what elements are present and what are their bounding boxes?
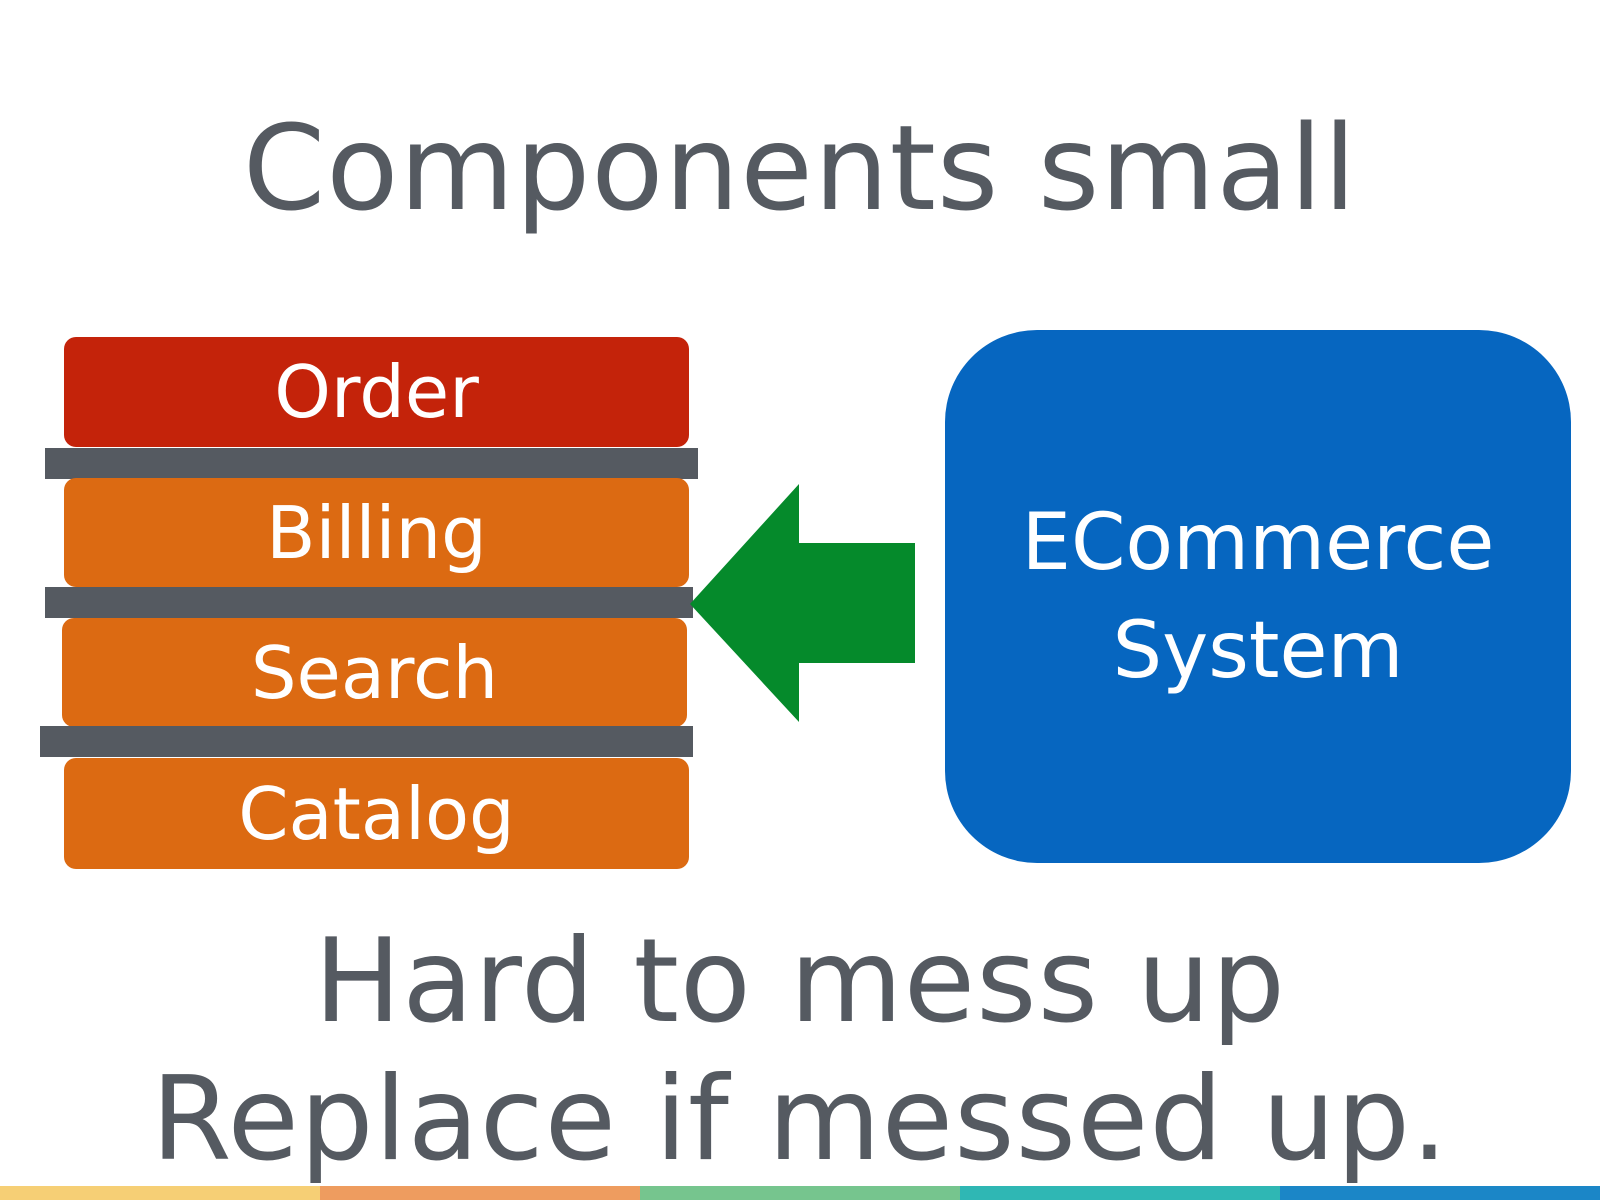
footer-color-bar xyxy=(0,1186,1600,1200)
layer-divider xyxy=(45,587,693,618)
left-arrow-icon xyxy=(690,484,915,722)
layer-divider xyxy=(45,448,698,479)
system-label-line1: ECommerce xyxy=(1021,497,1495,588)
system-label-line2: System xyxy=(1112,605,1404,696)
caption-line-2: Replace if messed up. xyxy=(151,1052,1449,1187)
layer-order-label: Order xyxy=(274,350,479,434)
arrow-shape xyxy=(690,484,915,722)
slide-title: Components small xyxy=(242,99,1358,237)
layer-catalog-label: Catalog xyxy=(238,771,515,856)
layer-catalog: Catalog xyxy=(64,758,689,869)
caption-line-1: Hard to mess up xyxy=(313,914,1287,1049)
layer-order: Order xyxy=(64,337,689,447)
footer-segment xyxy=(1280,1186,1600,1200)
layer-divider xyxy=(40,726,693,757)
layer-billing: Billing xyxy=(64,478,689,587)
footer-segment xyxy=(0,1186,320,1200)
layer-search-label: Search xyxy=(250,630,499,715)
footer-segment xyxy=(320,1186,640,1200)
footer-segment xyxy=(960,1186,1280,1200)
layer-search: Search xyxy=(62,618,687,727)
layer-billing-label: Billing xyxy=(266,490,487,575)
ecommerce-system-box: ECommerce System xyxy=(945,330,1571,863)
footer-segment xyxy=(640,1186,960,1200)
